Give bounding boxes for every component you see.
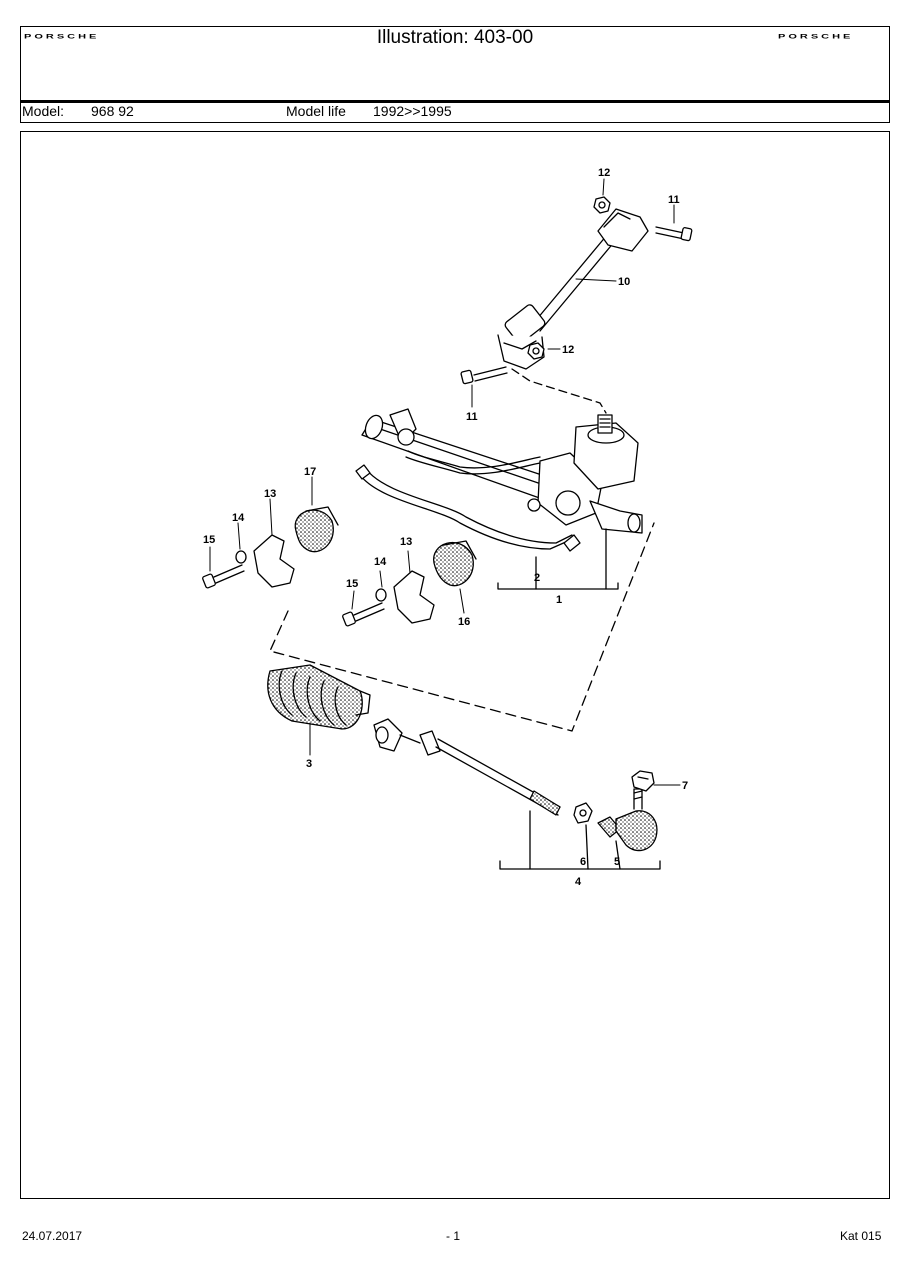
illustration-title: Illustration: 403-00 <box>376 27 534 48</box>
hydraulic-line <box>355 450 581 552</box>
model-value: 968 92 <box>91 103 134 119</box>
callout-13-right: 13 <box>400 536 412 548</box>
leader-lines <box>209 178 681 786</box>
footer-catalog: Kat 015 <box>840 1229 882 1243</box>
model-life-value: 1992>>1995 <box>373 103 452 119</box>
callout-3: 3 <box>306 758 312 770</box>
header-box <box>20 26 890 123</box>
callout-5: 5 <box>614 856 620 868</box>
model-label: Model: <box>22 103 65 119</box>
callout-11-top: 11 <box>668 194 680 206</box>
nut-lower <box>527 342 545 360</box>
callout-12-top: 12 <box>598 167 610 179</box>
callout-12-mid: 12 <box>562 344 574 356</box>
bellows-boot <box>267 664 371 730</box>
callout-17: 17 <box>304 466 316 478</box>
callout-2: 2 <box>534 572 540 584</box>
bracket-4 <box>499 860 661 870</box>
brand-logo-right: PORSCHE <box>778 33 854 41</box>
bolt-lower <box>460 366 508 385</box>
model-life-label: Model life <box>286 103 346 119</box>
callout-7: 7 <box>682 780 688 792</box>
drawing-box <box>20 131 890 1199</box>
steering-rack-diagram: 12 11 10 12 11 17 13 14 15 13 14 15 16 2… <box>202 167 693 888</box>
tie-rod <box>373 718 561 816</box>
footer-date: 24.07.2017 <box>22 1229 83 1243</box>
lock-nut <box>573 802 593 824</box>
callout-1: 1 <box>556 594 562 606</box>
callout-16: 16 <box>458 616 470 628</box>
mount-set-right <box>342 540 477 627</box>
callout-6: 6 <box>580 856 586 868</box>
steering-rack <box>361 408 643 534</box>
callout-15-right: 15 <box>346 578 358 590</box>
brand-logo-left: PORSCHE <box>24 33 100 41</box>
bolt-upper <box>655 226 693 242</box>
bracket-1 <box>497 582 619 590</box>
callout-11-mid: 11 <box>466 411 478 423</box>
callout-15-left: 15 <box>203 534 215 546</box>
callout-10: 10 <box>618 276 630 288</box>
tie-rod-end <box>597 788 658 852</box>
header-rule <box>20 100 890 103</box>
nut-upper <box>593 196 611 214</box>
callout-13-left: 13 <box>264 488 276 500</box>
footer-page: - 1 <box>446 1229 461 1243</box>
callout-14-right: 14 <box>374 556 387 568</box>
callout-14-left: 14 <box>232 512 245 524</box>
callout-4: 4 <box>575 876 582 888</box>
castle-nut <box>631 770 655 792</box>
mount-set-left <box>202 506 339 589</box>
